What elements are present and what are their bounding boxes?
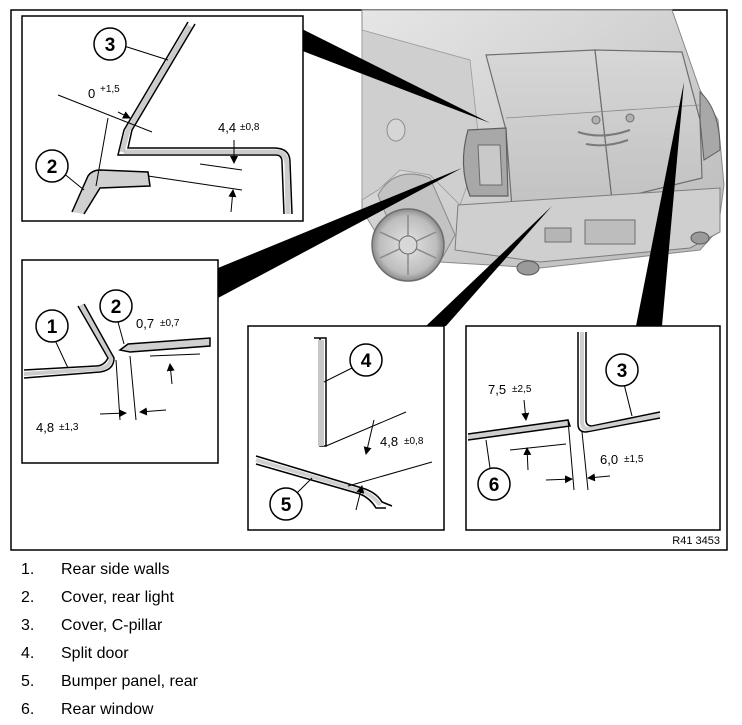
pointer-wedge-top	[300, 28, 490, 123]
dim-a-tol: +1,5	[100, 84, 120, 95]
legend-item: 4. Split door	[0, 640, 742, 668]
dim-a-value: 0	[88, 86, 95, 101]
callout-5: 5	[281, 495, 292, 516]
dim-d-value: 4,8	[36, 420, 54, 435]
legend-item-text: Cover, rear light	[61, 589, 174, 606]
dim-b-tol: ±0,8	[240, 122, 260, 133]
fuel-cap	[386, 118, 406, 142]
dim-g-tol: ±1,5	[624, 454, 644, 465]
pointer-wedge-mid-center	[426, 206, 552, 326]
legend-item: 2. Cover, rear light	[0, 584, 742, 612]
detail-box-c-pillar: 3 2 0 +1,5 4,4 ±0,8	[21, 15, 304, 222]
legend-item: 1. Rear side walls	[0, 556, 742, 584]
dim-f-tol: ±2,5	[512, 384, 532, 395]
dim-e-tol: ±0,8	[404, 436, 424, 447]
licence-plate	[584, 219, 636, 245]
legend-item-number: 4.	[21, 645, 35, 662]
dim-g-value: 6,0	[600, 452, 618, 467]
legend-item-number: 3.	[21, 617, 35, 634]
dim-e-value: 4,8	[380, 434, 398, 449]
legend-item-text: Cover, C-pillar	[61, 617, 163, 634]
dim-b-value: 4,4	[218, 120, 236, 135]
dim-f-value: 7,5	[488, 382, 506, 397]
dim-d-tol: ±1,3	[59, 422, 79, 433]
legend-item: 6. Rear window	[0, 696, 742, 724]
legend-item-text: Rear window	[61, 701, 154, 718]
technical-diagram: 3 2 0 +1,5 4,4 ±0,8 1 2 0,7 ±	[10, 9, 728, 551]
dim-c-value: 0,7	[136, 316, 154, 331]
detail-box-split-door: 4 5 4,8 ±0,8	[247, 325, 445, 531]
legend-item-text: Bumper panel, rear	[61, 673, 198, 690]
callout-2-mid: 2	[111, 297, 122, 318]
callout-3-right: 3	[617, 361, 628, 382]
dim-c-tol: ±0,7	[160, 318, 180, 329]
detail-box-rear-light: 1 2 0,7 ±0,7 4,8 ±1,3	[21, 259, 219, 464]
callout-1: 1	[47, 317, 58, 338]
legend-item-number: 2.	[21, 589, 35, 606]
pointer-wedge-mid-left	[218, 168, 462, 298]
legend-item-text: Rear side walls	[61, 561, 170, 578]
legend-item-text: Split door	[61, 645, 129, 662]
legend-item-number: 1.	[21, 561, 35, 578]
legend-item-number: 6.	[21, 701, 35, 718]
callout-4: 4	[361, 351, 372, 372]
car-split-door-right	[594, 49, 703, 201]
callout-3-top: 3	[105, 35, 116, 56]
pointer-wedge-mid-right	[636, 82, 684, 326]
legend-item: 5. Bumper panel, rear	[0, 668, 742, 696]
legend-item: 3. Cover, C-pillar	[0, 612, 742, 640]
reference-code: R41 3453	[672, 535, 720, 547]
legend-item-number: 5.	[21, 673, 35, 690]
callout-6: 6	[489, 475, 500, 496]
callout-2-top: 2	[47, 157, 58, 178]
detail-box-rear-window: 3 6 7,5 ±2,5 6,0 ±1,5	[465, 325, 721, 531]
